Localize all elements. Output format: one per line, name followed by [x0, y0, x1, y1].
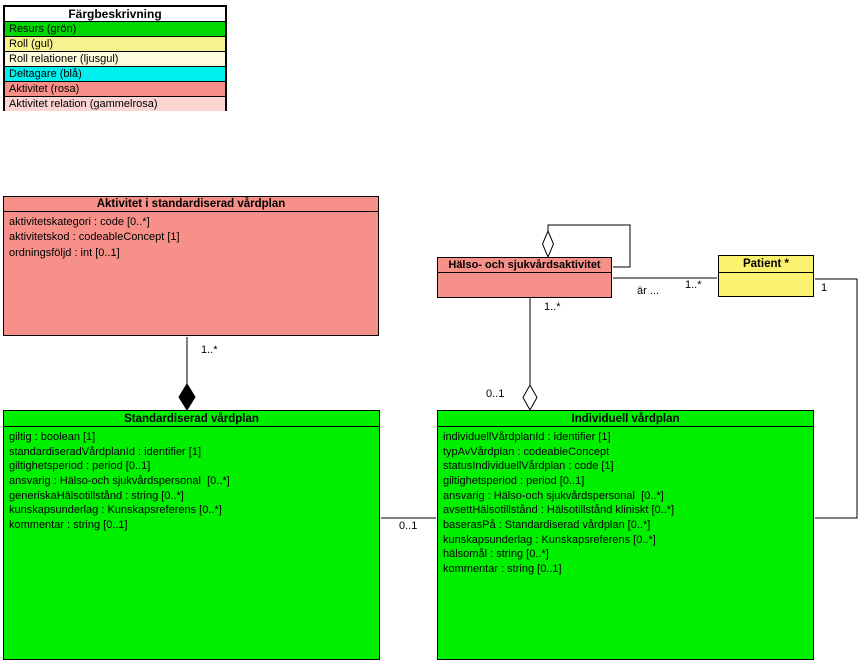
legend-row-aktivitet: Aktivitet (rosa)	[5, 81, 225, 96]
multiplicity-patient-near: 1..*	[685, 279, 702, 291]
attribute-line: kommentar : string [0..1]	[9, 518, 128, 531]
class-individuell-vardplan[interactable]: Individuell vårdplan individuellVårdplan…	[437, 410, 814, 660]
legend-row-roll: Roll (gul)	[5, 36, 225, 51]
multiplicity-aggregation-top: 1..*	[544, 301, 561, 313]
attribute-line: kommentar : string [0..1]	[443, 562, 562, 575]
class-halso-och-sjukvardsaktivitet[interactable]: Hälso- och sjukvårdsaktivitet	[437, 257, 612, 298]
attribute-line: ordningsföljd : int [0..1]	[9, 246, 120, 259]
legend-title: Färgbeskrivning	[5, 7, 225, 21]
attribute-line: aktivitetskod : codeableConcept [1]	[9, 231, 180, 244]
patient-individuell-connector	[815, 278, 858, 519]
multiplicity-std-individuell: 0..1	[399, 520, 418, 532]
attribute-line: ansvarig : Hälso-och sjukvårdspersonal […	[9, 474, 230, 487]
attribute-line: kunskapsunderlag : Kunskapsreferens [0..…	[443, 533, 656, 546]
legend-row-resurs: Resurs (grön)	[5, 21, 225, 36]
class-attributes: aktivitetskategori : code [0..*] aktivit…	[4, 212, 378, 261]
attribute-line: hälsomål : string [0..*]	[443, 548, 549, 561]
class-title: Individuell vårdplan	[438, 411, 813, 427]
class-aktivitet-i-standardiserad-vardplan[interactable]: Aktivitet i standardiserad vårdplan akti…	[3, 196, 379, 336]
legend-row-deltagare: Deltagare (blå)	[5, 66, 225, 81]
legend-row-roll-relationer: Roll relationer (ljusgul)	[5, 51, 225, 66]
color-legend: Färgbeskrivning Resurs (grön) Roll (gul)…	[3, 5, 227, 111]
attribute-line: standardiseradVårdplanId : identifier [1…	[9, 445, 202, 458]
attribute-line: aktivitetskategori : code [0..*]	[9, 216, 150, 228]
open-diamond-icon	[541, 229, 555, 259]
attribute-line: giltighetsperiod : period [0..1]	[443, 474, 585, 487]
attribute-line: statusIndividuellVårdplan : code [1]	[443, 460, 614, 473]
attribute-line: generiskaHälsotillstånd : string [0..*]	[9, 489, 184, 502]
attribute-line: ansvarig : Hälso-och sjukvårdspersonal […	[443, 489, 664, 502]
attribute-line: avsettHälsotillstånd : Hälsotillstånd kl…	[443, 504, 675, 517]
multiplicity-composition: 1..*	[201, 344, 218, 356]
attribute-line: giltig : boolean [1]	[9, 431, 96, 443]
attribute-line: baserasPå : Standardiserad vårdplan [0..…	[443, 518, 651, 531]
attribute-line: individuellVårdplanId : identifier [1]	[443, 431, 611, 443]
multiplicity-aggregation-bottom: 0..1	[486, 388, 505, 400]
attribute-line: typAvVårdplan : codeableConcept	[443, 445, 610, 458]
class-title: Patient *	[719, 256, 813, 273]
multiplicity-patient-far: 1	[821, 282, 828, 294]
legend-row-aktivitet-relation: Aktivitet relation (gammelrosa)	[5, 96, 225, 111]
class-title: Hälso- och sjukvårdsaktivitet	[438, 258, 611, 273]
class-attributes: individuellVårdplanId : identifier [1] t…	[438, 427, 813, 577]
attribute-line: giltighetsperiod : period [0..1]	[9, 460, 151, 473]
class-title: Aktivitet i standardiserad vårdplan	[4, 197, 378, 212]
association-role-label: är ...	[637, 285, 660, 297]
class-standardiserad-vardplan[interactable]: Standardiserad vårdplan giltig : boolean…	[3, 410, 380, 660]
class-attributes: giltig : boolean [1] standardiseradVårdp…	[4, 427, 379, 533]
attribute-line: kunskapsunderlag : Kunskapsreferens [0..…	[9, 504, 222, 517]
class-title: Standardiserad vårdplan	[4, 411, 379, 427]
open-diamond-icon	[522, 383, 538, 412]
class-patient[interactable]: Patient *	[718, 255, 814, 297]
filled-diamond-icon	[178, 383, 196, 411]
